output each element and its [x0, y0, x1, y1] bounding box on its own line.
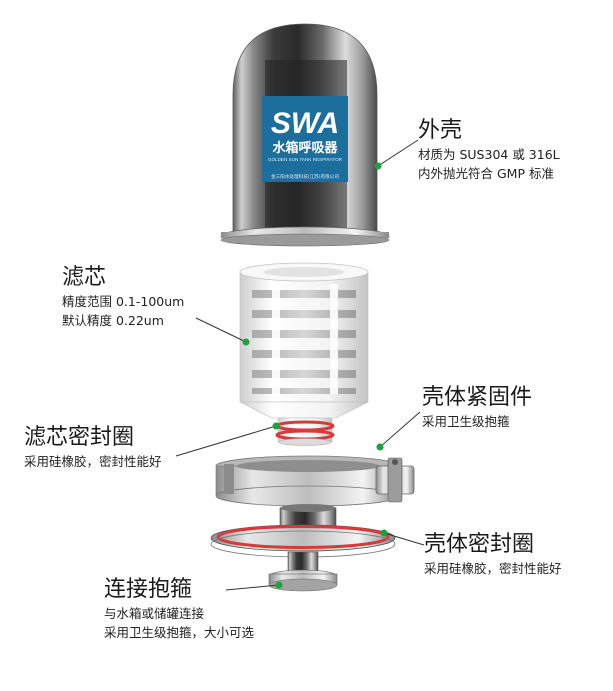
callout-clamp: 壳体紧固件 采用卫生级抱箍: [422, 384, 532, 431]
callout-filter-seal: 滤芯密封圈 采用硅橡胶，密封性能好: [24, 424, 162, 471]
callout-filter-title: 滤芯: [62, 265, 107, 290]
brand-logo: SWA 水箱呼吸器 GOLDEN SUN TANK RESPIRATOR 金三阳…: [262, 96, 348, 182]
leader-shell-seal: [383, 532, 425, 546]
logo-cn-name: 水箱呼吸器: [272, 140, 338, 156]
dot-filter-seal: [272, 422, 280, 430]
callout-connector-line-1: 与水箱或储罐连接: [104, 606, 205, 621]
dot-filter: [242, 338, 250, 346]
callout-connector: 连接抱箍 与水箱或储罐连接 采用卫生级抱箍，大小可选: [104, 576, 254, 642]
dot-connector: [275, 581, 283, 589]
leader-filter-seal: [175, 425, 277, 457]
leader-dots: [242, 162, 388, 589]
leader-connector: [225, 584, 280, 591]
dot-shell-seal: [380, 529, 388, 537]
callout-shell: 外壳 材质为 SUS304 或 316L 内外抛光符合 GMP 标准: [418, 117, 560, 183]
logo-en-name: GOLDEN SUN TANK RESPIRATOR: [268, 157, 343, 162]
callout-filter-seal-title: 滤芯密封圈: [24, 425, 135, 450]
logo-company: 金三阳水处理科技(江苏)有限公司: [271, 173, 339, 180]
base-assembly: [210, 504, 396, 592]
callout-filter-line-2: 默认精度 0.22um: [62, 313, 164, 328]
callout-clamp-line-1: 采用卫生级抱箍: [422, 414, 510, 429]
callout-shell-line-2: 内外抛光符合 GMP 标准: [418, 166, 554, 181]
callout-connector-title: 连接抱箍: [104, 577, 193, 602]
callout-clamp-title: 壳体紧固件: [422, 385, 533, 410]
callout-filter-seal-line-1: 采用硅橡胶，密封性能好: [24, 454, 162, 469]
callout-shell-line-1: 材质为 SUS304 或 316L: [418, 147, 560, 162]
filter-cartridge: [239, 262, 369, 443]
callout-filter: 滤芯 精度范围 0.1-100um 默认精度 0.22um: [62, 264, 184, 330]
callout-shell-title: 外壳: [418, 118, 463, 143]
leader-shell: [377, 139, 419, 167]
dot-shell: [374, 162, 382, 170]
callout-shell-seal-title: 壳体密封圈: [424, 532, 535, 557]
dot-clamp: [376, 443, 384, 451]
leader-filter: [195, 317, 247, 343]
logo-brand: SWA: [271, 107, 339, 140]
leader-lines: [175, 139, 425, 591]
callout-shell-seal-line-1: 采用硅橡胶，密封性能好: [424, 561, 562, 576]
shell-clamp: [215, 455, 415, 507]
callout-filter-line-1: 精度范围 0.1-100um: [62, 294, 185, 309]
callout-shell-seal: 壳体密封圈 采用硅橡胶，密封性能好: [424, 531, 562, 578]
callout-connector-line-2: 采用卫生级抱箍，大小可选: [104, 625, 255, 640]
leader-clamp: [379, 411, 421, 448]
